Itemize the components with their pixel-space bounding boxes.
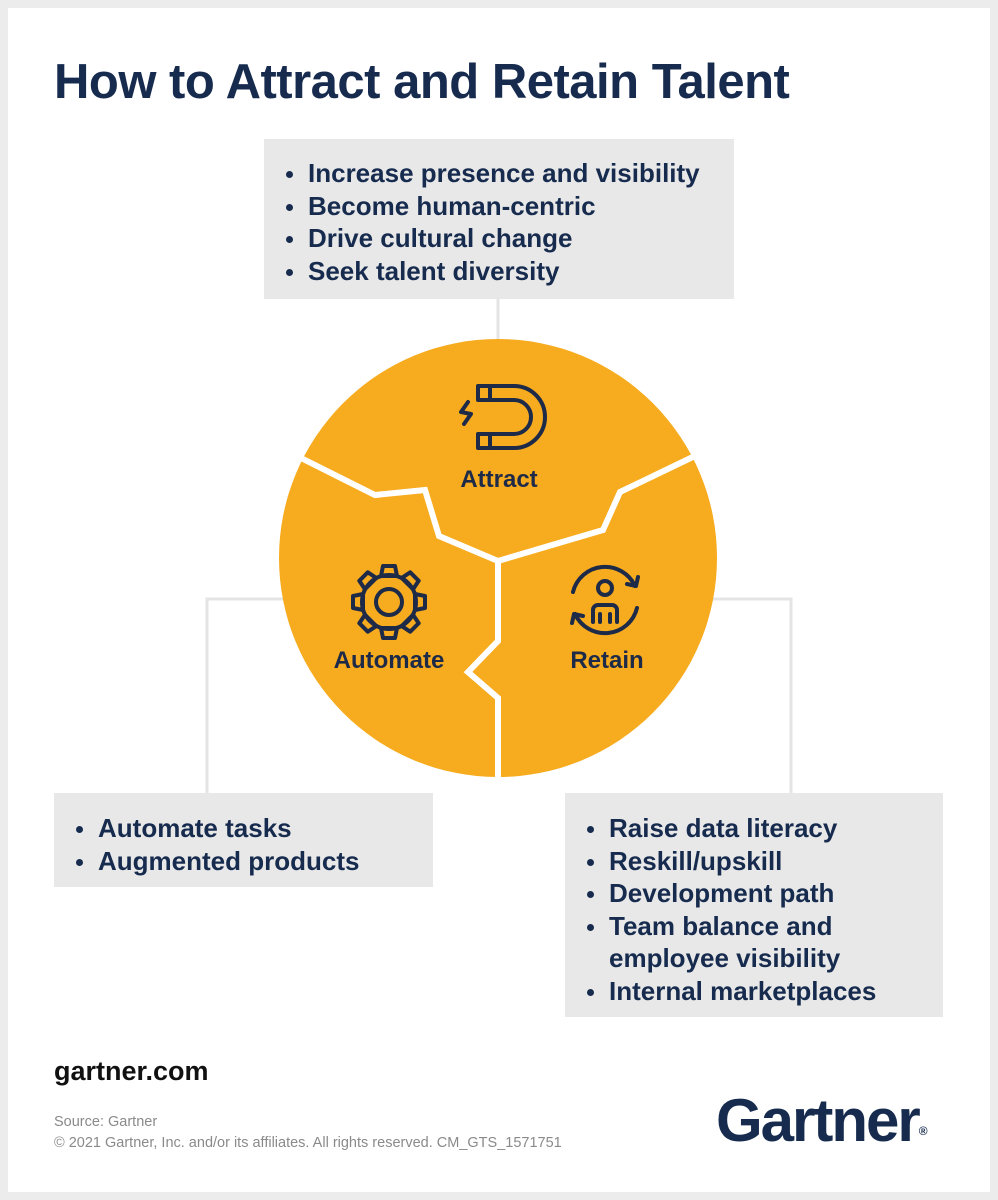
segment-label-retain: Retain — [570, 647, 643, 674]
list-item: Increase presence and visibility — [284, 157, 734, 190]
list-item: Augmented products — [74, 845, 433, 878]
connector-automate — [205, 597, 283, 793]
list-item: Seek talent diversity — [284, 255, 734, 288]
list-item: Development path — [585, 877, 943, 910]
gartner-logo: Gartner® — [716, 1086, 928, 1155]
source-text: Source: Gartner — [54, 1114, 158, 1130]
talent-cycle-diagram: Attract Automate Retain — [205, 299, 793, 793]
list-item: Raise data literacy — [585, 812, 943, 845]
automate-tactics-box: Automate tasks Augmented products — [54, 793, 433, 887]
list-item: Automate tasks — [74, 812, 433, 845]
list-item: Internal marketplaces — [585, 975, 943, 1008]
source-note: Source: Gartner © 2021 Gartner, Inc. and… — [54, 1112, 562, 1154]
segment-dividers — [293, 451, 701, 780]
magnet-icon — [459, 384, 547, 450]
copyright-text: © 2021 Gartner, Inc. and/or its affiliat… — [54, 1135, 562, 1151]
divider-bottom — [463, 561, 501, 780]
segment-label-automate: Automate — [334, 647, 445, 674]
list-item: Become human-centric — [284, 190, 734, 223]
page-title: How to Attract and Retain Talent — [54, 55, 790, 109]
attract-tactics-list: Increase presence and visibility Become … — [284, 157, 734, 287]
gear-icon — [351, 564, 427, 640]
retain-tactics-box: Raise data literacy Reskill/upskill Deve… — [565, 793, 943, 1017]
list-item: Drive cultural change — [284, 222, 734, 255]
logo-text: Gartner — [716, 1087, 921, 1154]
registered-mark: ® — [918, 1124, 928, 1138]
website-link[interactable]: gartner.com — [54, 1056, 209, 1086]
divider-right — [497, 451, 701, 564]
person-cycle-icon — [570, 564, 640, 636]
list-item: Reskill/upskill — [585, 845, 943, 878]
connector-retain — [712, 597, 793, 793]
list-item: Team balance and employee visibility — [585, 910, 879, 975]
divider-left — [293, 452, 500, 564]
infographic-card: How to Attract and Retain Talent — [8, 8, 990, 1192]
retain-tactics-list: Raise data literacy Reskill/upskill Deve… — [585, 812, 943, 1007]
attract-tactics-box: Increase presence and visibility Become … — [264, 139, 734, 299]
automate-tactics-list: Automate tasks Augmented products — [74, 812, 433, 877]
segment-label-attract: Attract — [460, 466, 537, 493]
